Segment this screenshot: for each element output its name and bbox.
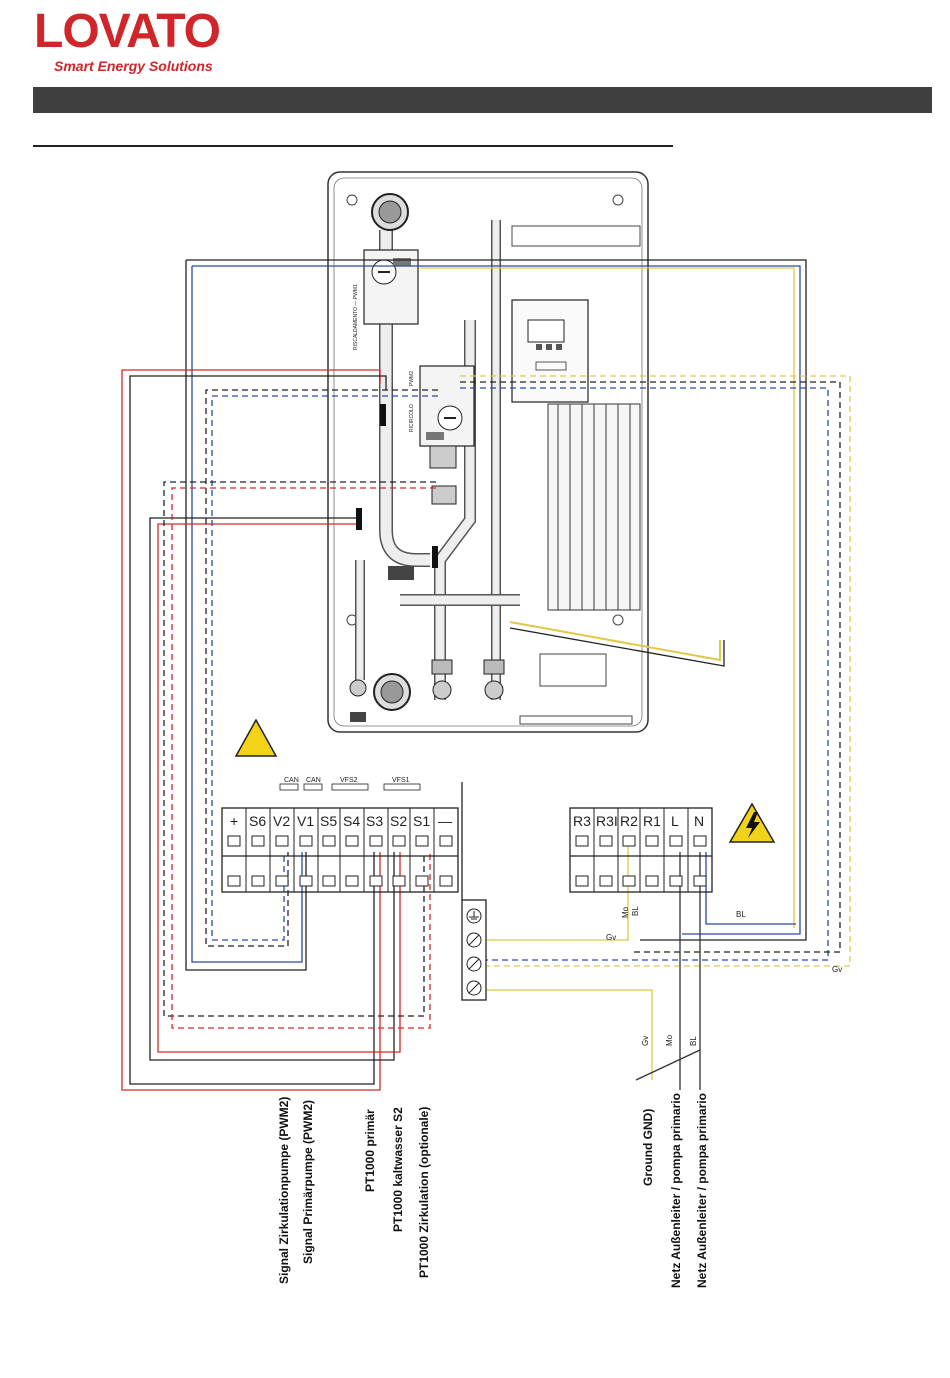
brand-tagline: Smart Energy Solutions (54, 58, 213, 74)
terminal-label-plus: + (230, 813, 238, 829)
hydraulic-unit: RISCALDAMENTO — PWM1 RICIRCOLO PWM2 (327, 171, 649, 733)
terminal-label-s5: S5 (320, 813, 337, 829)
caption-signal-primaerpumpe: Signal Primärpumpe (PWM2) (301, 1100, 315, 1264)
terminal-label-r2: R2 (620, 813, 638, 829)
wire-label-bl-short: BL (631, 906, 640, 916)
wire-label-gv-down: Gv (641, 1036, 650, 1046)
wire-blue-dashed-right (460, 387, 829, 961)
caption-signal-zirkulationpumpe: Signal Zirkulationpumpe (PWM2) (277, 1097, 291, 1284)
wire-label-mo-down: Mo (665, 1034, 674, 1046)
header-label-vfs2: VFS2 (340, 777, 358, 784)
caption-netz-aussenleiter-1: Netz Außenleiter / pompa primario (669, 1093, 683, 1288)
high-voltage-icon (728, 802, 776, 843)
wire-black-pump1 (185, 260, 307, 971)
wire-red-s1 (171, 487, 436, 1029)
pump1-label: RISCALDAMENTO — PWM1 (353, 284, 359, 350)
caption-pt1000-zirkulation: PT1000 Zirkulation (optionale) (417, 1107, 431, 1278)
wire-black-s3 (129, 375, 387, 1085)
terminal-label-r3i: R3I (596, 813, 618, 829)
wire-label-bl-down: BL (689, 1036, 698, 1046)
caption-pt1000-kaltwasser: PT1000 kaltwasser S2 (391, 1107, 405, 1232)
wire-blue-pwm2 (211, 395, 438, 941)
terminal-label-s2: S2 (390, 813, 407, 829)
pump2-label: RICIRCOLO (409, 404, 415, 432)
wire-black-s2 (149, 517, 395, 1061)
terminal-label-r3: R3 (573, 813, 591, 829)
wire-black-pwm2 (205, 389, 438, 947)
wire-yellow-top (420, 267, 795, 928)
pump2-pwm-label: PWM2 (409, 371, 415, 386)
terminal-label-minus: — (438, 813, 452, 829)
section-title-rule (33, 145, 673, 147)
wire-black-top (186, 259, 807, 941)
wire-label-mo-short: Mo (621, 906, 630, 918)
ground-terminal-bar (461, 782, 487, 1001)
terminal-label-n: N (694, 813, 704, 829)
terminal-label-l: L (671, 813, 679, 829)
wire-blue-pump1 (191, 266, 303, 963)
right-terminal-block: R3 R3I R2 R1 L N (569, 807, 713, 893)
warning-triangle-icon (234, 718, 278, 757)
terminal-label-v2: V2 (273, 813, 290, 829)
terminal-label-s4: S4 (343, 813, 360, 829)
wire-red-s2 (157, 523, 401, 1053)
terminal-label-s1: S1 (413, 813, 430, 829)
terminal-label-s6: S6 (249, 813, 266, 829)
terminal-label-r1: R1 (643, 813, 661, 829)
left-terminal-block: + S6 V2 V1 S5 S4 S3 S2 S1 — (221, 807, 459, 893)
wire-label-gv-left: Gv (606, 933, 616, 942)
header-sockets: CAN CAN VFS2 VFS1 (279, 777, 421, 791)
lovato-logo: LOVATO Smart Energy Solutions (34, 5, 221, 75)
brand-name: LOVATO (34, 5, 221, 58)
wire-label-gv-right: Gv (832, 965, 842, 974)
header-label-can1: CAN (284, 777, 299, 784)
caption-netz-aussenleiter-2: Netz Außenleiter / pompa primario (695, 1093, 709, 1288)
header-label-vfs1: VFS1 (392, 777, 410, 784)
wire-blue-top (192, 265, 801, 935)
wire-red-s3 (121, 369, 381, 1091)
wire-yellow-dashed-right (460, 375, 851, 967)
wire-black-dashed-right (460, 381, 841, 953)
header-label-can2: CAN (306, 777, 321, 784)
section-header-bar (33, 87, 932, 113)
ground-symbol-icon (466, 908, 482, 924)
wire-black-s1 (163, 481, 436, 1017)
caption-pt1000-primaer: PT1000 primär (363, 1109, 377, 1192)
wiring (121, 259, 851, 1091)
wire-label-bl-right: BL (736, 910, 746, 919)
terminal-label-s3: S3 (366, 813, 383, 829)
terminal-label-v1: V1 (297, 813, 314, 829)
caption-ground: Ground GND) (641, 1109, 655, 1186)
